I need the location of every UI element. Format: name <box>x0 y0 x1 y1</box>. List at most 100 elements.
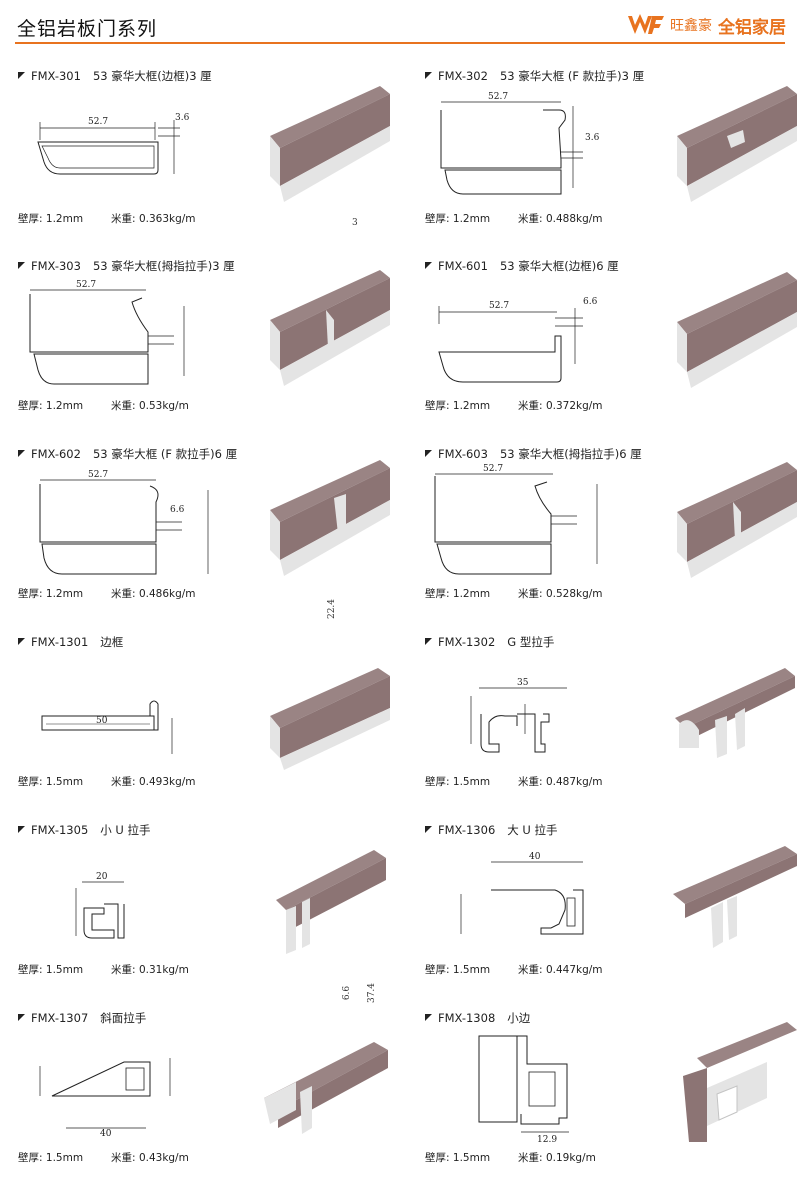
header-divider <box>15 42 785 44</box>
dimension-label: 40 <box>529 852 541 862</box>
product-code: FMX-602 <box>31 447 81 461</box>
profile-drawing: 52.7 <box>29 280 185 385</box>
brand-slogan: 全铝家居 <box>718 17 786 38</box>
bullet-triangle-icon <box>18 638 25 645</box>
weight-value: 0.19kg/m <box>545 1152 596 1164</box>
profile-photo <box>270 270 390 386</box>
bullet-triangle-icon <box>18 1014 25 1021</box>
wall-value: 1.2mm <box>452 400 491 412</box>
page-title: 全铝岩板门系列 <box>17 18 158 40</box>
weight-label: 米重: <box>518 964 543 976</box>
dimension-label: 52.7 <box>483 464 503 474</box>
bullet-triangle-icon <box>425 1014 432 1021</box>
weight-label: 米重: <box>518 400 543 412</box>
weight-label: 米重: <box>518 1152 543 1164</box>
weight-value: 0.447kg/m <box>545 964 603 976</box>
product-code: FMX-1307 <box>31 1011 89 1025</box>
product-name: 小 U 拉手 <box>100 823 151 837</box>
weight-label: 米重: <box>111 400 136 412</box>
bullet-triangle-icon <box>425 262 432 269</box>
wall-label: 壁厚: <box>18 213 43 225</box>
brand-logo-icon <box>628 14 664 34</box>
wall-value: 1.2mm <box>452 213 491 225</box>
bullet-triangle-icon <box>18 262 25 269</box>
weight-label: 米重: <box>111 1152 136 1164</box>
weight-value: 0.363kg/m <box>138 213 196 225</box>
dimension-label: 3.6 <box>585 133 600 143</box>
profile-drawing: 52.7 3.6 <box>37 113 190 175</box>
product-name: 大 U 拉手 <box>507 823 558 837</box>
spec-line: 壁厚: 1.2mm 米重: 0.486kg/m <box>18 586 196 601</box>
profile-drawing: 52.7 3.6 <box>440 92 600 195</box>
wall-label: 壁厚: <box>425 588 450 600</box>
wall-value: 1.2mm <box>45 400 84 412</box>
product-name: 小边 <box>507 1011 531 1025</box>
wall-value: 1.5mm <box>452 1152 491 1164</box>
profile-drawing: 40 <box>460 852 584 935</box>
page-header: 全铝岩板门系列 旺鑫豪 全铝家居 <box>0 0 800 44</box>
profile-photo <box>677 272 797 388</box>
profile-photo <box>677 462 797 578</box>
dimension-label: 6.6 <box>170 505 185 515</box>
stray-dimension: 3 <box>352 218 358 228</box>
dimension-label: 6.6 <box>583 297 598 307</box>
profile-photo <box>276 850 386 954</box>
dimension-label: 50 <box>96 716 108 726</box>
product-heading: FMX-1305 小 U 拉手 <box>18 822 151 838</box>
bullet-triangle-icon <box>425 638 432 645</box>
dimension-label: 52.7 <box>88 117 108 127</box>
wall-label: 壁厚: <box>425 964 450 976</box>
product-heading: FMX-1308 小边 <box>425 1010 530 1026</box>
profile-photo <box>270 86 390 202</box>
profile-drawing: 52.7 6.6 <box>39 470 209 575</box>
product-name: 边框 <box>100 635 124 649</box>
profile-drawing: 12.9 <box>478 1035 569 1145</box>
brand: 旺鑫豪 全铝家居 <box>626 12 786 38</box>
wall-value: 1.5mm <box>452 776 491 788</box>
bullet-triangle-icon <box>18 826 25 833</box>
wall-label: 壁厚: <box>425 213 450 225</box>
profile-drawing: 52.7 6.6 <box>438 297 598 383</box>
wall-value: 1.5mm <box>452 964 491 976</box>
weight-label: 米重: <box>111 213 136 225</box>
product-code: FMX-1308 <box>438 1011 496 1025</box>
weight-value: 0.528kg/m <box>545 588 603 600</box>
product-code: FMX-302 <box>438 69 488 83</box>
product-name: 53 豪华大框(边框)3 厘 <box>92 69 212 83</box>
wall-label: 壁厚: <box>18 400 43 412</box>
wall-value: 1.5mm <box>45 1152 84 1164</box>
weight-label: 米重: <box>518 776 543 788</box>
product-code: FMX-1305 <box>31 823 89 837</box>
product-name: 53 豪华大框(边框)6 厘 <box>499 259 619 273</box>
profile-drawing: 40 <box>39 1058 171 1139</box>
profile-photo <box>673 846 797 948</box>
weight-value: 0.487kg/m <box>545 776 603 788</box>
product-code: FMX-303 <box>31 259 81 273</box>
weight-label: 米重: <box>518 213 543 225</box>
wall-label: 壁厚: <box>18 588 43 600</box>
product-code: FMX-1302 <box>438 635 496 649</box>
weight-value: 0.486kg/m <box>138 588 196 600</box>
bullet-triangle-icon <box>18 450 25 457</box>
bullet-triangle-icon <box>425 826 432 833</box>
dimension-label: 35 <box>517 678 529 688</box>
profile-photo <box>677 86 797 202</box>
weight-label: 米重: <box>111 588 136 600</box>
wall-value: 1.2mm <box>45 588 84 600</box>
product-code: FMX-301 <box>31 69 81 83</box>
dimension-label: 52.7 <box>489 301 509 311</box>
